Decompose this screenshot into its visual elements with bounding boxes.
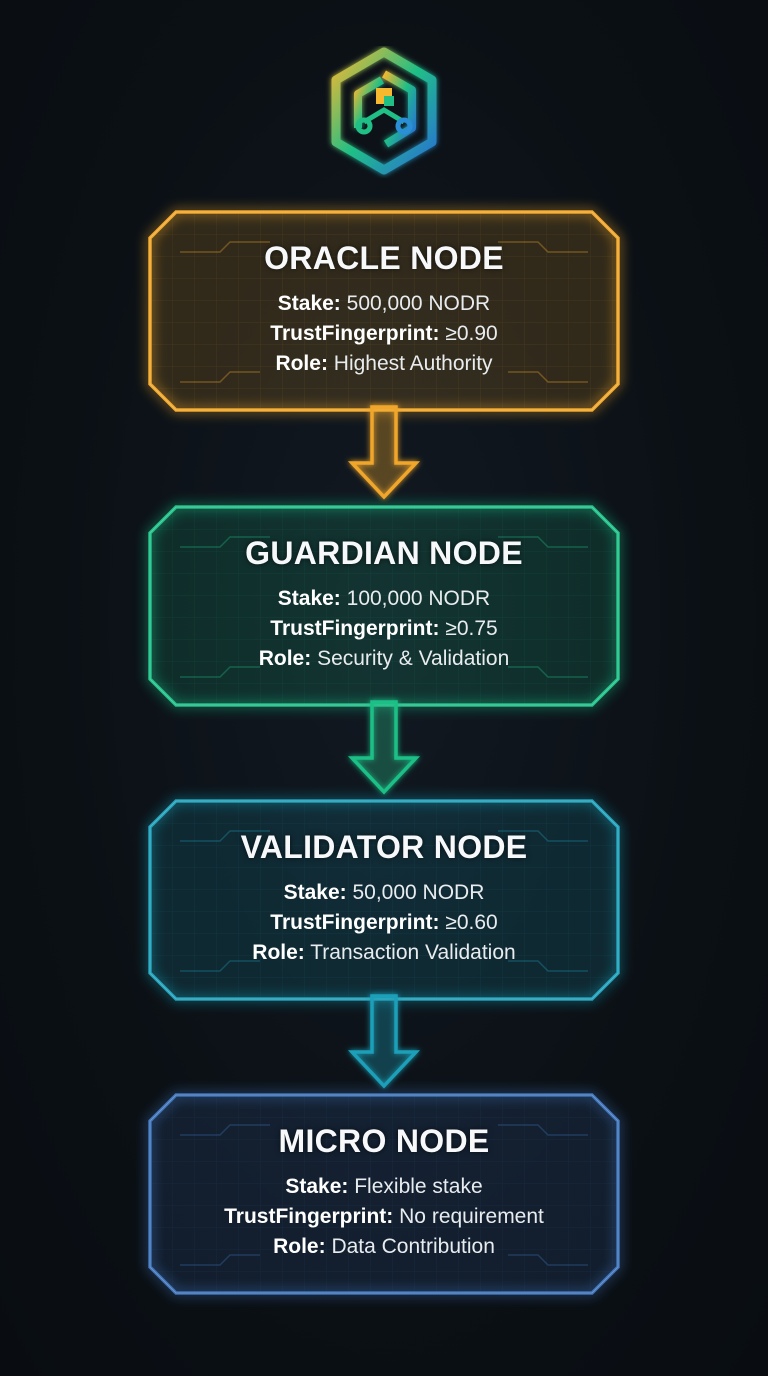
micro-node-stake-value: Flexible stake xyxy=(354,1175,483,1198)
guardian-node-content: GUARDIAN NODE Stake: 100,000 NODR TrustFin… xyxy=(150,507,618,705)
oracle-node-content: ORACLE NODE Stake: 500,000 NODR TrustFinge… xyxy=(150,212,618,410)
micro-node-role-value: Data Contribution xyxy=(331,1235,495,1258)
micro-node-trust-fingerprint-label: TrustFingerprint: xyxy=(224,1205,394,1228)
validator-node-stake-value: 50,000 NODR xyxy=(352,881,485,904)
validator-node-trust-fingerprint-line: TrustFingerprint: ≥0.60 xyxy=(150,911,618,935)
validator-node-trust-fingerprint-label: TrustFingerprint: xyxy=(270,911,440,934)
oracle-node-trust-fingerprint-label: TrustFingerprint: xyxy=(270,322,440,345)
oracle-node-trust-fingerprint-value: ≥0.90 xyxy=(445,322,498,345)
validator-node-role-line: Role: Transaction Validation xyxy=(150,941,618,965)
micro-node-frame xyxy=(148,1093,620,1295)
validator-node-stake-label: Stake: xyxy=(283,881,347,904)
guardian-node-title: GUARDIAN NODE xyxy=(245,535,523,571)
micro-node-trust-fingerprint-line: TrustFingerprint: No requirement xyxy=(150,1205,618,1229)
guardian-node-frame xyxy=(148,505,620,707)
oracle-node-role-value: Highest Authority xyxy=(333,352,493,375)
guardian-node-trust-fingerprint-line: TrustFingerprint: ≥0.75 xyxy=(150,617,618,641)
validator-node-content: VALIDATOR NODE Stake: 50,000 NODR TrustFin… xyxy=(150,801,618,999)
micro-node-role-label: Role: xyxy=(273,1235,326,1258)
validator-node-role-value: Transaction Validation xyxy=(310,941,516,964)
guardian-node-role-value: Security & Validation xyxy=(317,647,510,670)
oracle-node-stake-label: Stake: xyxy=(277,292,341,315)
oracle-node-trust-fingerprint-line: TrustFingerprint: ≥0.90 xyxy=(150,322,618,346)
validator-node-frame xyxy=(148,799,620,1001)
micro-node-stake-label: Stake: xyxy=(285,1175,349,1198)
guardian-node-stake-value: 100,000 NODR xyxy=(346,587,491,610)
guardian-node-trust-fingerprint-value: ≥0.75 xyxy=(445,617,498,640)
validator-node-title: VALIDATOR NODE xyxy=(240,829,528,865)
hexagon-circuit-logo-icon xyxy=(331,47,437,175)
oracle-node-stake-line: Stake: 500,000 NODR xyxy=(150,292,618,316)
validator-node-stake-line: Stake: 50,000 NODR xyxy=(150,881,618,905)
guardian-node-role-label: Role: xyxy=(258,647,312,670)
flow-arrow-1 xyxy=(347,405,421,500)
oracle-node-role-line: Role: Highest Authority xyxy=(150,352,618,376)
guardian-node-stake-label: Stake: xyxy=(277,587,341,610)
guardian-node-card: GUARDIAN NODE Stake: 100,000 NODR TrustFin… xyxy=(148,505,620,707)
micro-node-stake-line: Stake: Flexible stake xyxy=(150,1175,618,1199)
micro-node-title: MICRO NODE xyxy=(278,1123,490,1159)
validator-node-trust-fingerprint-value: ≥0.60 xyxy=(445,911,498,934)
validator-node-card: VALIDATOR NODE Stake: 50,000 NODR TrustFin… xyxy=(148,799,620,1001)
oracle-node-card: ORACLE NODE Stake: 500,000 NODR TrustFinge… xyxy=(148,210,620,412)
guardian-node-trust-fingerprint-label: TrustFingerprint: xyxy=(270,617,440,640)
oracle-node-role-label: Role: xyxy=(275,352,328,375)
validator-node-role-label: Role: xyxy=(252,941,305,964)
oracle-node-title: ORACLE NODE xyxy=(264,240,504,276)
flow-arrow-2 xyxy=(347,700,421,795)
micro-node-role-line: Role: Data Contribution xyxy=(150,1235,618,1259)
oracle-node-stake-value: 500,000 NODR xyxy=(346,292,491,315)
guardian-node-role-line: Role: Security & Validation xyxy=(150,647,618,671)
micro-node-trust-fingerprint-value: No requirement xyxy=(399,1205,544,1228)
flow-arrow-3 xyxy=(347,994,421,1089)
guardian-node-stake-line: Stake: 100,000 NODR xyxy=(150,587,618,611)
oracle-node-frame xyxy=(148,210,620,412)
